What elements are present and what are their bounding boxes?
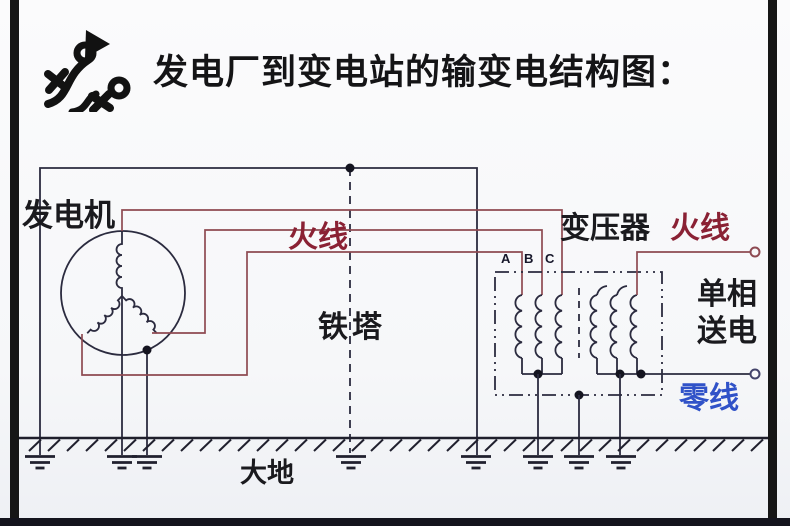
- frame-right-bar: [768, 0, 777, 526]
- tower-label: 铁塔: [318, 311, 386, 344]
- frame-bottom-bar: [0, 518, 790, 526]
- live-out-wire: [636, 251, 750, 295]
- phase-wire-2: [152, 229, 543, 334]
- earth-label: 大地: [240, 458, 294, 488]
- page-title: 发电厂到变电站的输变电结构图：: [153, 53, 694, 92]
- neutral-wire-label: 零线: [679, 382, 739, 415]
- single-phase-line1: 单相: [697, 278, 757, 311]
- junction-dot: [345, 163, 355, 173]
- phase-a-label: A: [501, 251, 511, 266]
- secondary-neutral-bus: [596, 358, 750, 375]
- primary-neutral-bus: [521, 358, 563, 375]
- secondary-stub-1: [596, 285, 608, 296]
- earth-hatching-and-symbols: [25, 438, 764, 470]
- live-wire-label-right: 火线: [670, 212, 730, 245]
- secondary-winding-3: [629, 294, 638, 359]
- junction-dot: [636, 369, 646, 379]
- generator-coil-left: [86, 295, 123, 334]
- overhead-ground-wire: [39, 167, 478, 455]
- primary-winding-b: [534, 294, 543, 359]
- junction-dot: [142, 345, 152, 355]
- frame-left-bar: [10, 0, 19, 526]
- transformer-label: 变压器: [560, 212, 650, 245]
- phase-b-label: B: [524, 251, 534, 266]
- generator-coil-right: [121, 295, 158, 334]
- secondary-winding-1: [589, 294, 598, 359]
- secondary-stub-2: [616, 285, 628, 296]
- secondary-winding-2: [609, 294, 618, 359]
- generator-label: 发电机: [22, 198, 115, 233]
- primary-winding-a: [514, 294, 523, 359]
- phase-wire-1: [121, 209, 563, 295]
- phase-c-label: C: [545, 251, 555, 266]
- generator-circle: [60, 230, 186, 356]
- phase-wire-3: [81, 251, 523, 376]
- single-phase-line2: 送电: [697, 315, 757, 348]
- neutral-terminal: [749, 368, 761, 380]
- strategy-playbook-icon: [36, 24, 138, 116]
- primary-winding-c: [554, 294, 563, 359]
- live-terminal: [749, 246, 761, 258]
- live-wire-label-left: 火线: [288, 221, 348, 254]
- single-phase-label: 单相送电: [697, 276, 757, 350]
- generator-coil-top: [115, 231, 123, 296]
